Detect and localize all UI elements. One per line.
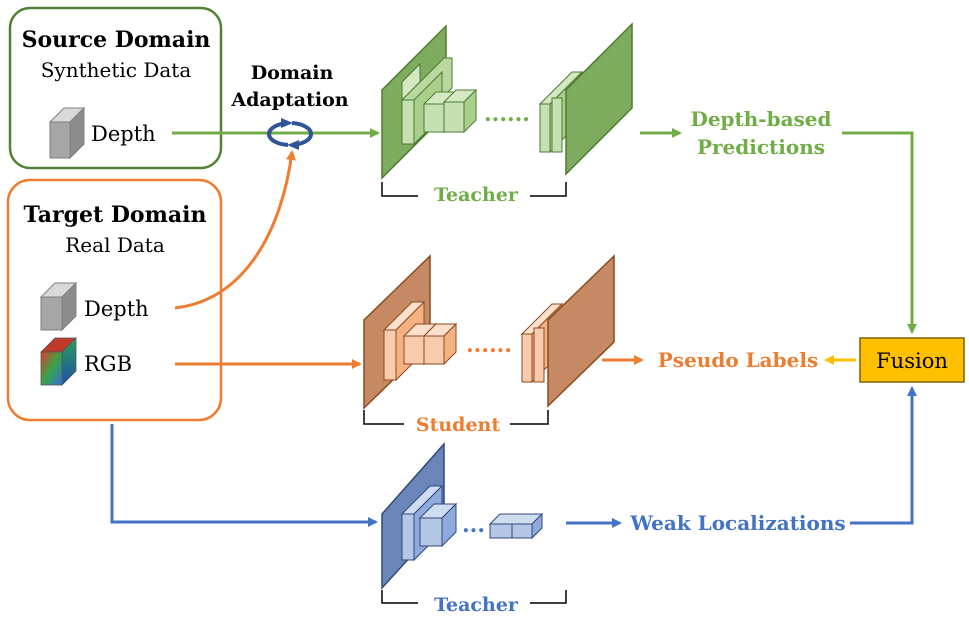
rgb-blue-teacher-arrow <box>110 424 378 527</box>
depth-predictions-label-line1: Depth-based <box>690 107 831 131</box>
depth-predictions-label-line2: Predictions <box>697 135 825 159</box>
student-network: ...... Student <box>363 254 615 436</box>
rgb-teacher-label: Teacher <box>434 594 519 616</box>
predictions-fusion-arrow <box>842 131 917 334</box>
cycle-arrows-icon <box>267 118 313 150</box>
target-depth-adaptation-arrow <box>174 150 296 310</box>
rgb-cube-icon <box>40 337 77 386</box>
target-depth-label: Depth <box>84 297 149 321</box>
svg-text:...: ... <box>462 512 485 538</box>
weak-localizations-label: Weak Localizations <box>629 511 845 535</box>
source-domain-title: Source Domain <box>22 27 211 53</box>
svg-text:......: ...... <box>466 332 512 358</box>
fusion-box: Fusion <box>859 337 965 383</box>
gray-cube-icon <box>39 281 78 332</box>
domain-adaptation-label-line1: Domain <box>251 62 334 84</box>
weak-localizations-fusion-arrow <box>850 386 917 525</box>
target-rgb-label: RGB <box>84 352 132 376</box>
source-domain-subtitle: Synthetic Data <box>41 58 192 82</box>
gray-cube-icon <box>48 106 86 160</box>
rgb-teacher-network: ... Teacher <box>381 442 567 616</box>
target-domain-box: Target Domain Real Data Depth RGB <box>6 178 223 422</box>
depth-teacher-network: ...... Teacher <box>381 22 633 206</box>
pseudo-labels-label: Pseudo Labels <box>658 348 818 372</box>
depth-teacher-label: Teacher <box>434 184 519 206</box>
target-domain-title: Target Domain <box>24 202 207 228</box>
source-depth-label: Depth <box>91 122 156 146</box>
svg-text:......: ...... <box>484 101 530 127</box>
domain-adaptation-label-line2: Adaptation <box>230 89 348 111</box>
fusion-label: Fusion <box>876 349 948 373</box>
source-domain-box: Source Domain Synthetic Data Depth <box>8 6 223 170</box>
student-label: Student <box>416 414 500 436</box>
target-domain-subtitle: Real Data <box>65 233 165 257</box>
